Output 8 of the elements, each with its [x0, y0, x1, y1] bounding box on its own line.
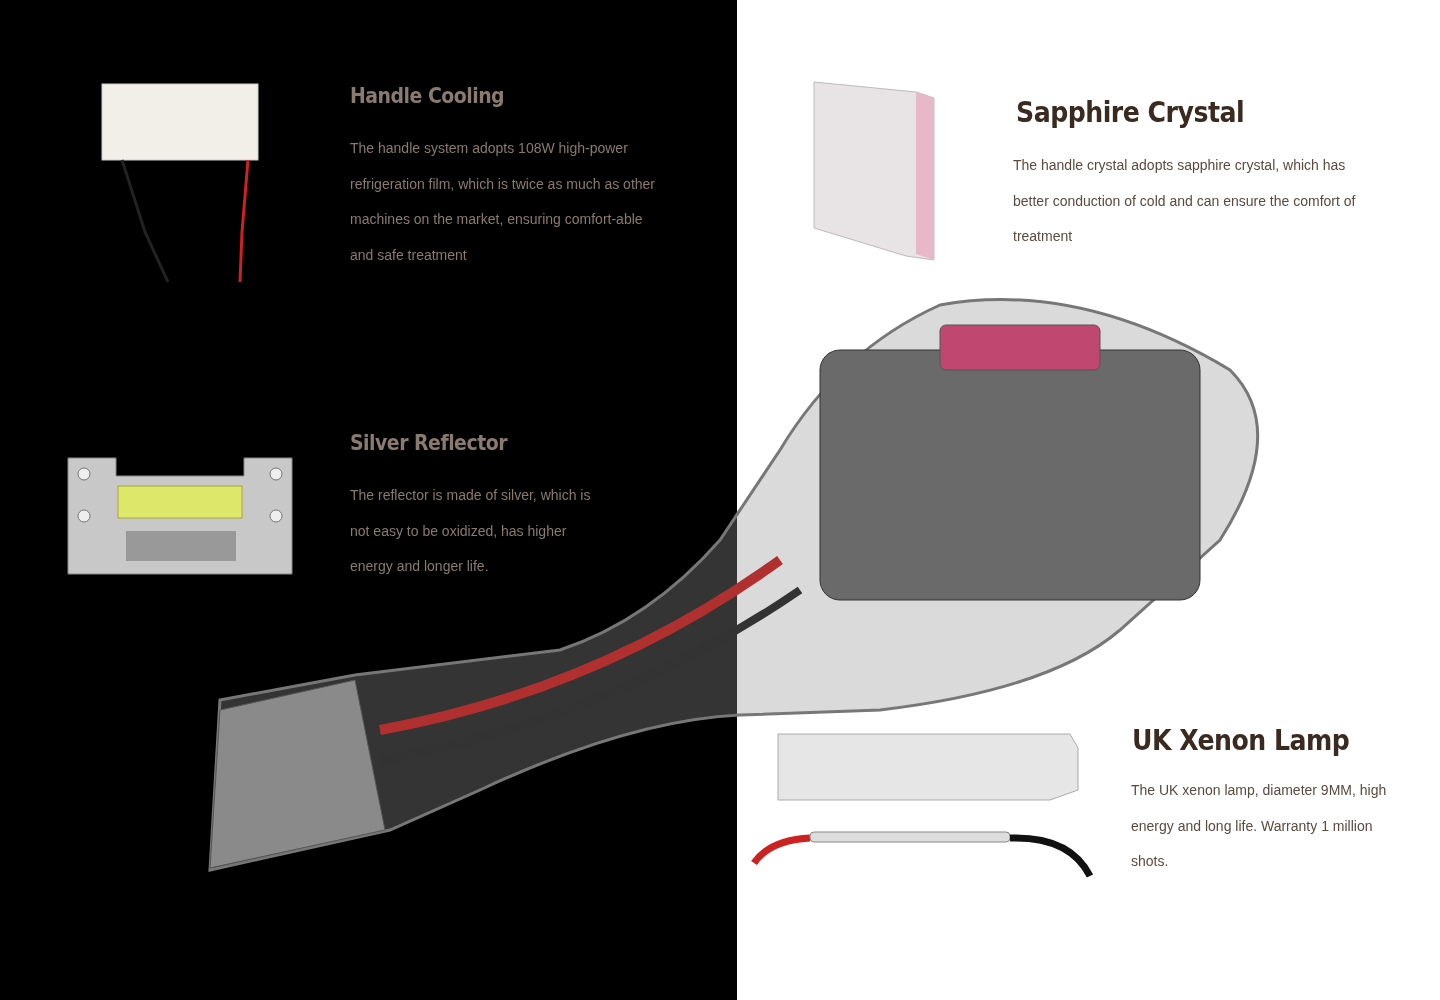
feature-heading: Handle Cooling: [350, 84, 505, 108]
feature-description: The reflector is made of silver, which is not easy to be oxidized, has higher energy and longer life.: [350, 486, 592, 576]
feature-heading: Silver Reflector: [350, 431, 507, 455]
feature-description: The handle crystal adopts sapphire crystal, which has better conduction of cold and can ensure the comfort of treatment: [1013, 156, 1357, 246]
feature-heading: UK Xenon Lamp: [1132, 724, 1350, 757]
feature-description: The UK xenon lamp, diameter 9MM, high energy and long life. Warranty 1 million shots.: [1131, 781, 1388, 871]
feature-description: The handle system adopts 108W high-power refrigeration film, which is twice as much as other machines on the market, ensuring comfort-able and safe treatment: [350, 139, 656, 265]
feature-heading: Sapphire Crystal: [1016, 96, 1245, 129]
